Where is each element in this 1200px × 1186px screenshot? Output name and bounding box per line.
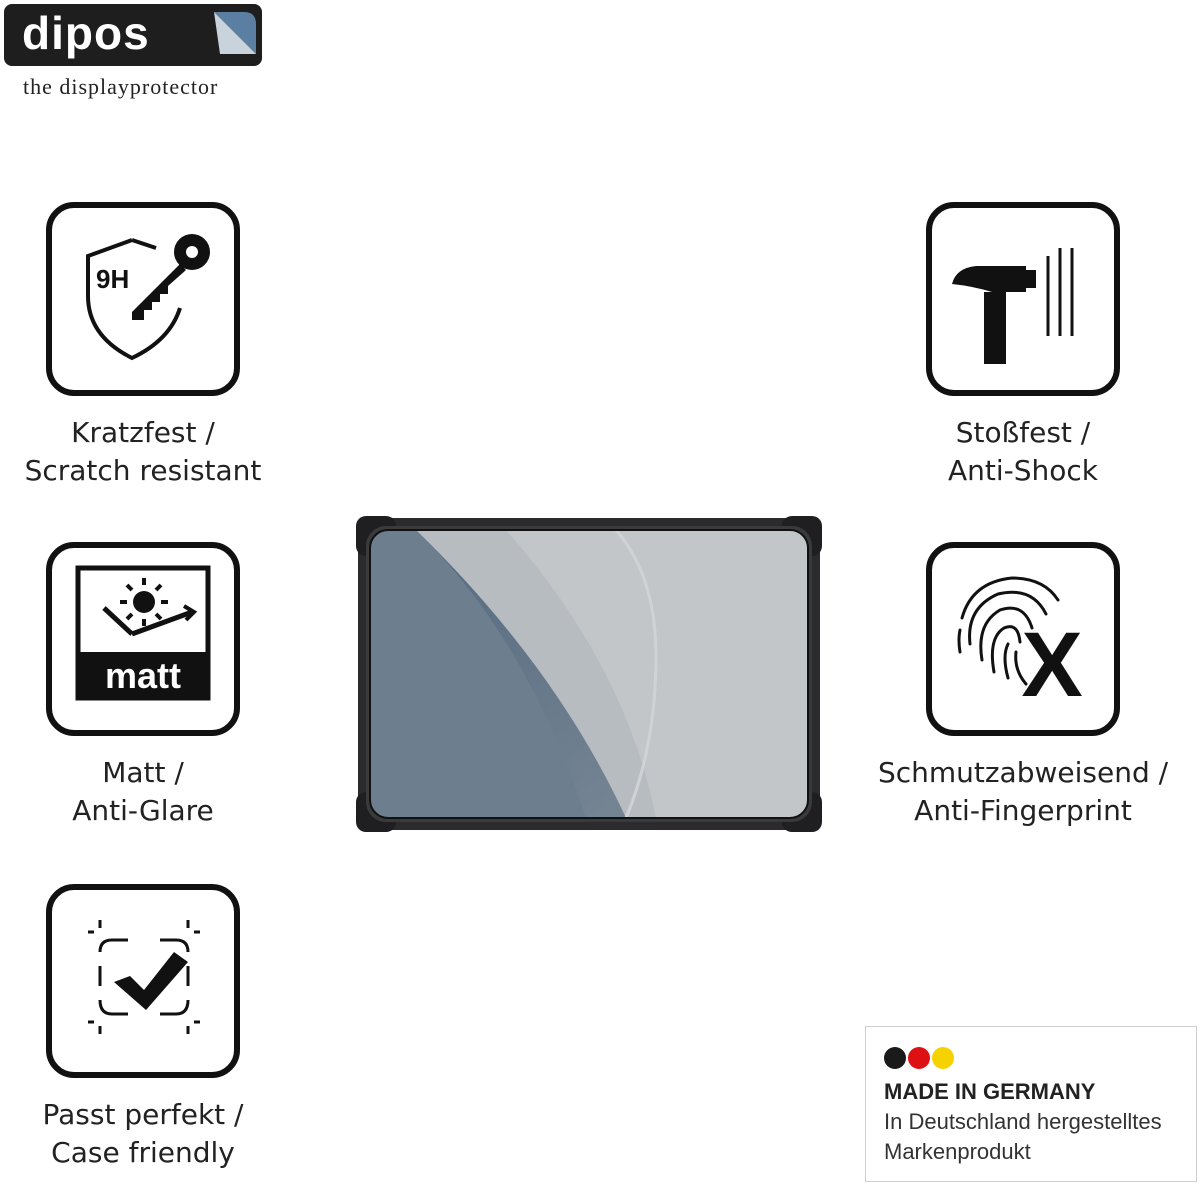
hammer-icon [952,248,1074,364]
matt-badge: matt [105,655,181,696]
brand-name: dipos [22,7,150,59]
flag-dot-gold [932,1047,954,1069]
fingerprint-x-icon: X [957,576,1083,716]
germany-flag-dots [884,1047,956,1073]
caption-line: Anti-Fingerprint [914,794,1132,827]
anti-shock-box [926,202,1120,396]
case-friendly-box [46,884,240,1078]
hardness-badge: 9H [96,264,129,294]
caption-line: Anti-Shock [947,454,1099,487]
made-in-germany-badge: MADE IN GERMANY In Deutschland hergestel… [865,1026,1197,1182]
anti-glare-box: matt [46,542,240,736]
caption-line: Schmutzabweisend / [877,756,1169,789]
sun-matt-icon: matt [75,565,211,701]
device-image [356,516,822,832]
caption-line: Passt perfekt / [42,1098,244,1131]
scratch-resistant-caption: Kratzfest / Scratch resistant [10,414,276,490]
caption-line: Kratzfest / [71,416,215,449]
caption-line: Matt / [102,756,184,789]
made-in-germany-line: In Deutschland hergestelltes [884,1109,1162,1134]
caption-line: Case friendly [51,1136,235,1169]
scratch-resistant-box: 9H [46,202,240,396]
made-in-germany-line: Markenprodukt [884,1139,1031,1164]
checkmark-frame-icon [88,920,200,1034]
anti-fingerprint-box: X [926,542,1120,736]
fingerprint-x-badge: X [1021,614,1082,716]
made-in-germany-title: MADE IN GERMANY [884,1079,1096,1104]
shield-key-9h-icon: 9H [86,234,210,361]
caption-line: Stoßfest / [955,416,1091,449]
page-curl-icon [214,12,256,54]
flag-dot-red [908,1047,930,1069]
anti-shock-caption: Stoßfest / Anti-Shock [890,414,1156,490]
caption-line: Anti-Glare [72,794,214,827]
case-friendly-caption: Passt perfekt / Case friendly [10,1096,276,1172]
anti-fingerprint-caption: Schmutzabweisend / Anti-Fingerprint [858,754,1188,830]
rugged-tablet-illustration [356,516,822,832]
brand-tagline: the displayprotector [23,74,219,99]
caption-line: Scratch resistant [24,454,262,487]
brand-logo: dipos [4,4,262,66]
anti-glare-caption: Matt / Anti-Glare [10,754,276,830]
flag-dot-black [884,1047,906,1069]
